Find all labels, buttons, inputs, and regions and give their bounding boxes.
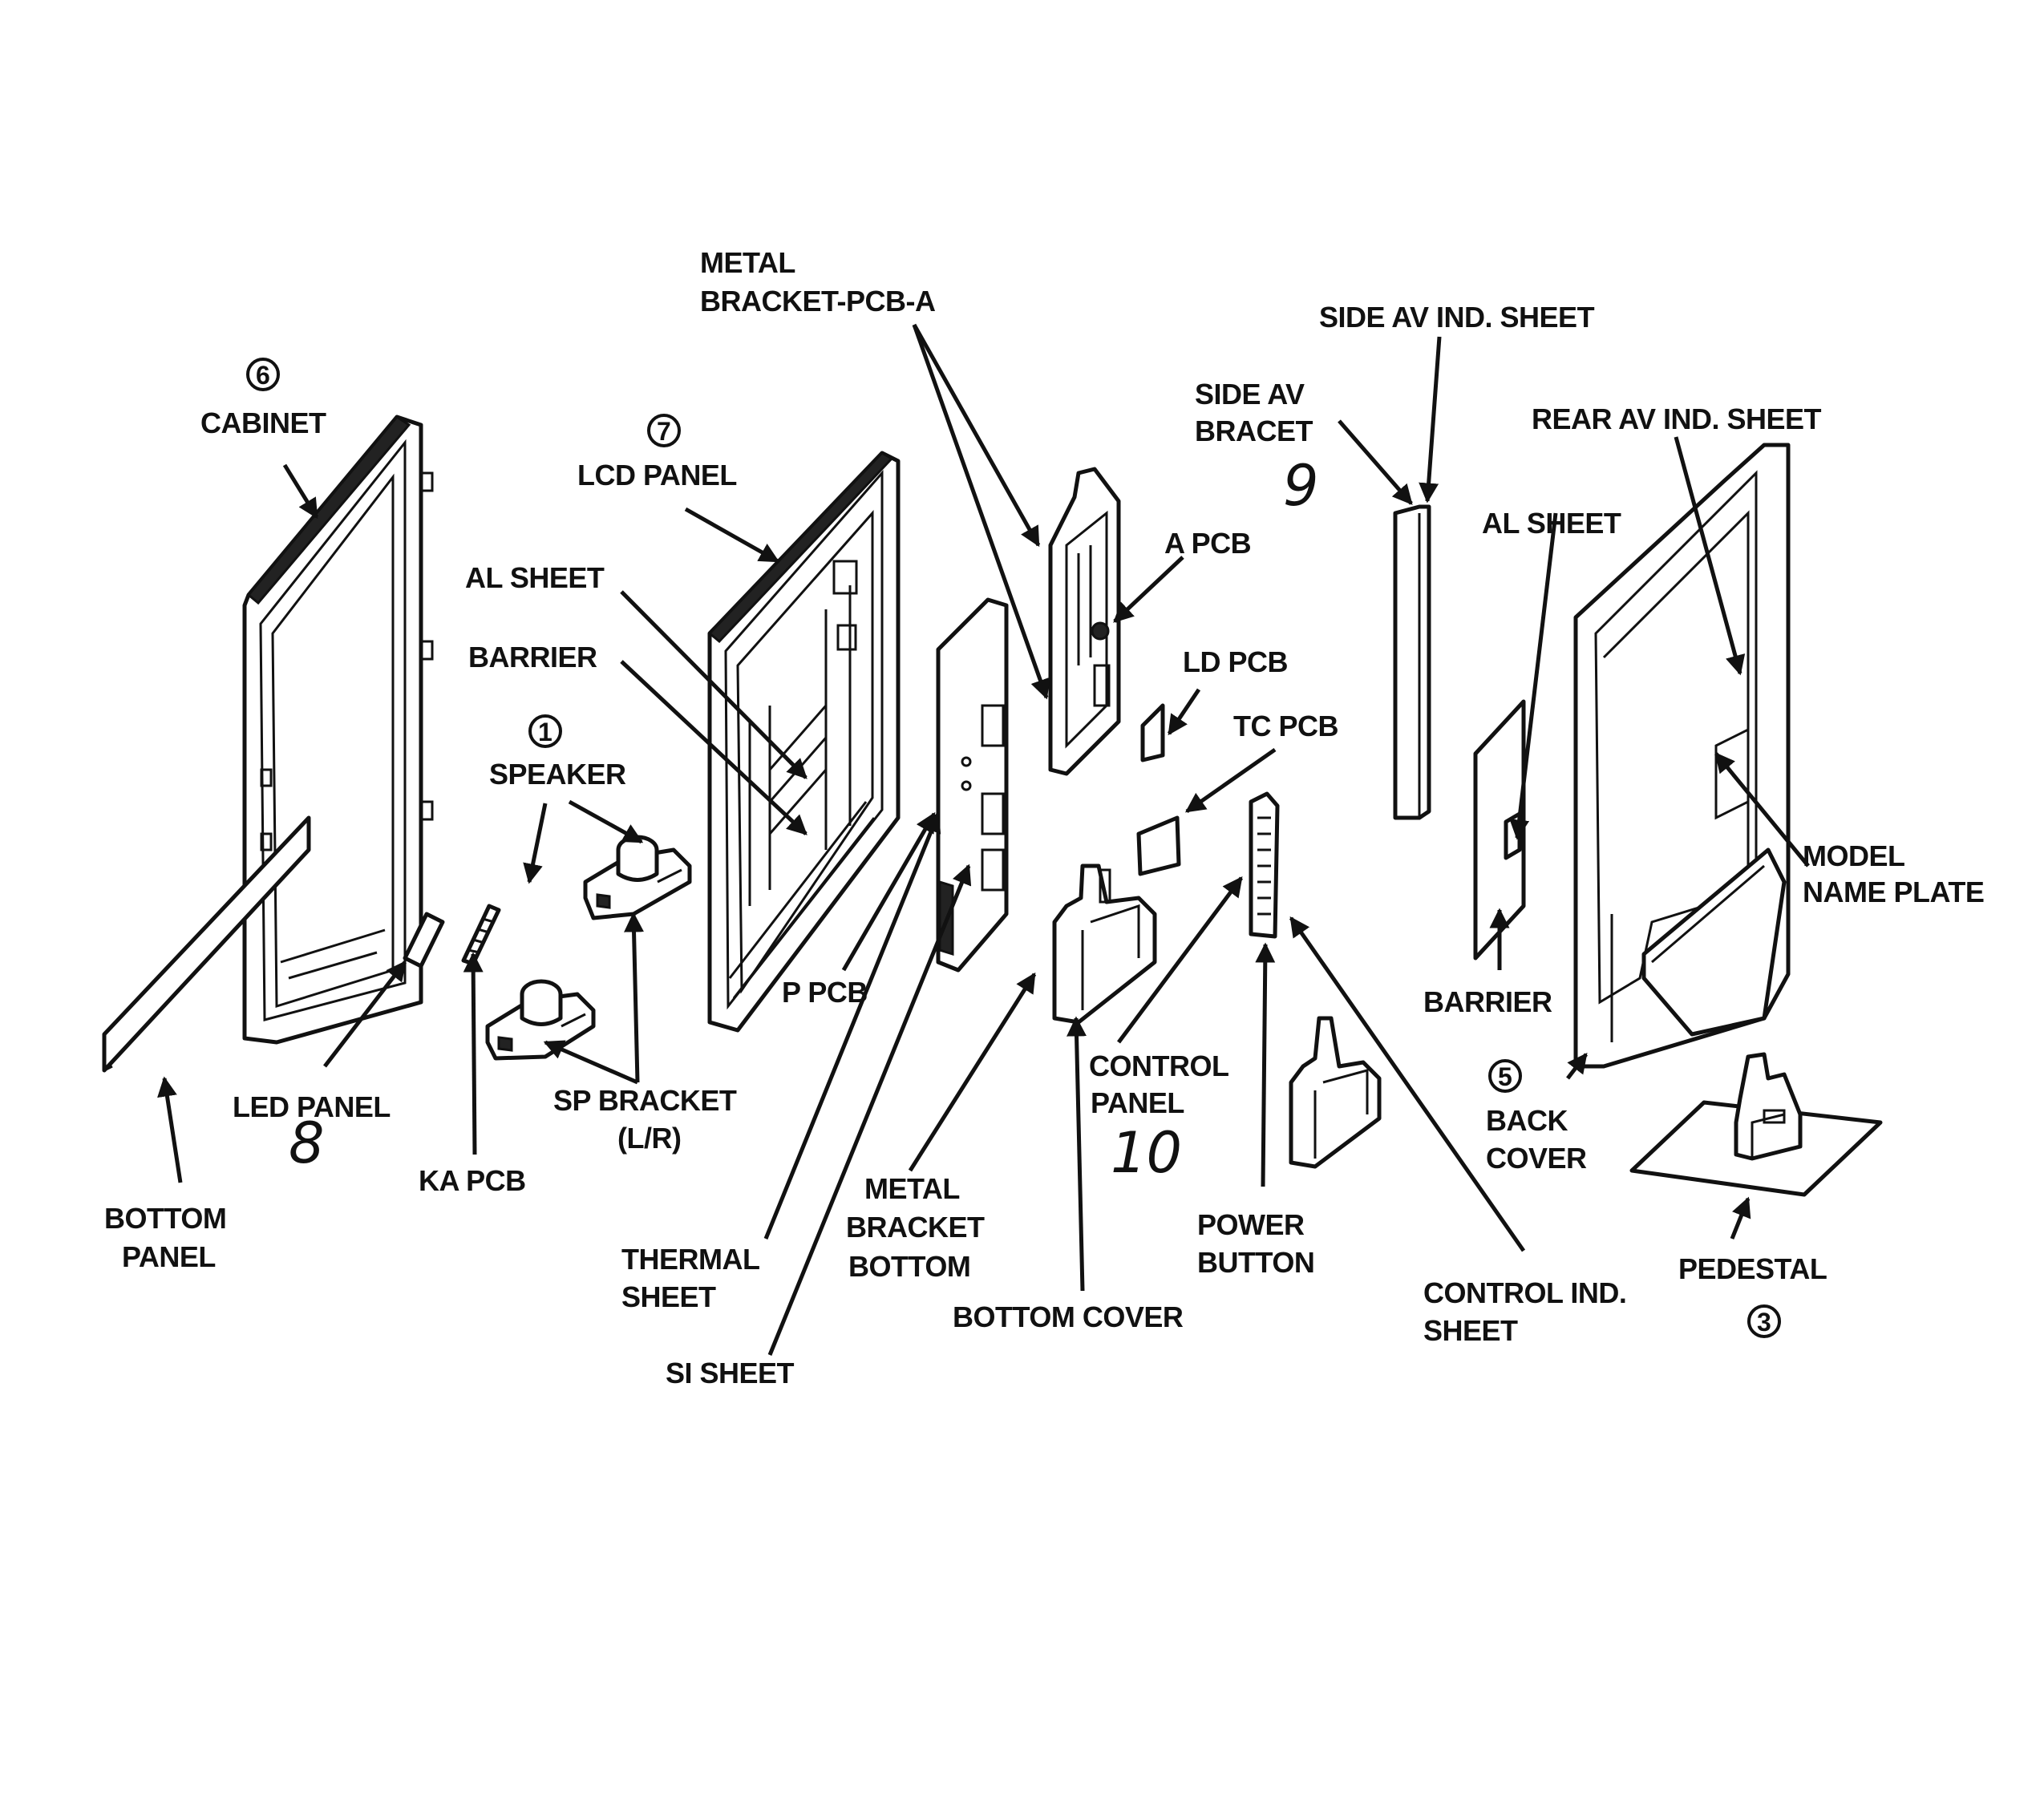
label-barrier-right: BARRIER (1423, 985, 1552, 1018)
label-side-av-bracet-2: BRACET (1195, 415, 1313, 447)
bottom-cover-part (1052, 863, 1157, 1025)
side-av-bracket-part (1393, 504, 1431, 820)
label-side-av-bracet-1: SIDE AV (1195, 378, 1305, 411)
label-ld-pcb: LD PCB (1183, 645, 1288, 678)
label-control-panel-num: 10 (1111, 1120, 1182, 1186)
label-pedestal-num: 3 (1757, 1308, 1771, 1337)
label-back-cover-1: BACK (1486, 1104, 1568, 1137)
label-si-sheet: SI SHEET (666, 1357, 795, 1389)
cabinet-part (242, 415, 434, 1045)
label-side-av-bracet-num: 9 (1283, 453, 1319, 519)
label-metal-bracket-pcb-a-1: METAL (700, 246, 795, 279)
label-barrier-left: BARRIER (468, 641, 597, 673)
label-led-panel-num: 8 (289, 1110, 325, 1176)
label-a-pcb: A PCB (1164, 527, 1251, 560)
label-ka-pcb: KA PCB (419, 1164, 526, 1197)
label-tc-pcb: TC PCB (1233, 710, 1338, 742)
label-sp-bracket-1: SP BRACKET (553, 1084, 737, 1117)
label-rear-av-ind-sheet: REAR AV IND. SHEET (1532, 402, 1822, 435)
label-back-cover-num: 5 (1498, 1062, 1512, 1091)
metal-bracket-pcb-a-part (1048, 467, 1121, 776)
part-labels: METAL BRACKET-PCB-A SIDE AV IND. SHEET S… (104, 246, 1985, 1389)
label-metal-bracket-bottom-3: BOTTOM (848, 1250, 970, 1283)
label-side-av-ind-sheet: SIDE AV IND. SHEET (1319, 301, 1595, 334)
lcd-panel-part (707, 451, 901, 1033)
label-sp-bracket-2: (L/R) (617, 1122, 681, 1155)
speaker-lower-part (485, 979, 596, 1061)
label-lcd-panel-num: 7 (657, 417, 671, 446)
ld-pcb-part (1140, 703, 1165, 762)
bottom-panel-part (102, 815, 311, 1073)
label-bottom-cover: BOTTOM COVER (953, 1300, 1184, 1333)
al-sheet-right-part (1473, 699, 1526, 961)
speaker-upper-part (583, 835, 692, 920)
label-control-ind-sheet-1: CONTROL IND. (1423, 1276, 1626, 1309)
label-bottom-panel-2: PANEL (122, 1240, 216, 1273)
bracket-lower-part (1289, 1016, 1382, 1169)
label-thermal-sheet-2: SHEET (621, 1280, 716, 1313)
ka-pcb-part (461, 904, 501, 966)
leader-lines (157, 323, 1810, 1356)
control-panel-part (1249, 791, 1280, 939)
label-al-sheet-right: AL SHEET (1482, 507, 1621, 540)
label-lcd-panel: LCD PANEL (577, 459, 737, 491)
label-control-panel-2: PANEL (1091, 1086, 1184, 1119)
label-power-button-1: POWER (1197, 1208, 1305, 1241)
label-speaker: SPEAKER (489, 758, 626, 791)
label-cabinet: CABINET (200, 406, 326, 439)
pedestal-part (1629, 1052, 1883, 1197)
label-metal-bracket-bottom-1: METAL (864, 1172, 960, 1205)
label-al-sheet-left: AL SHEET (465, 561, 605, 594)
back-cover-part (1573, 443, 1791, 1069)
label-power-button-2: BUTTON (1197, 1246, 1314, 1279)
label-p-pcb: P PCB (782, 976, 868, 1009)
label-led-panel: LED PANEL (233, 1090, 391, 1123)
label-control-panel-1: CONTROL (1089, 1050, 1228, 1082)
label-metal-bracket-bottom-2: BRACKET (846, 1211, 985, 1244)
label-control-ind-sheet-2: SHEET (1423, 1314, 1518, 1347)
led-panel-part (403, 912, 445, 969)
label-bottom-panel-1: BOTTOM (104, 1202, 226, 1235)
label-metal-bracket-pcb-a-2: BRACKET-PCB-A (700, 285, 936, 317)
label-cabinet-num: 6 (256, 361, 270, 390)
label-back-cover-2: COVER (1486, 1142, 1587, 1175)
label-pedestal: PEDESTAL (1678, 1252, 1827, 1285)
label-model-name-plate-1: MODEL (1803, 839, 1905, 872)
label-model-name-plate-2: NAME PLATE (1803, 876, 1984, 908)
tc-pcb-part (1136, 815, 1181, 876)
label-speaker-num: 1 (538, 718, 552, 746)
label-thermal-sheet-1: THERMAL (621, 1243, 759, 1276)
